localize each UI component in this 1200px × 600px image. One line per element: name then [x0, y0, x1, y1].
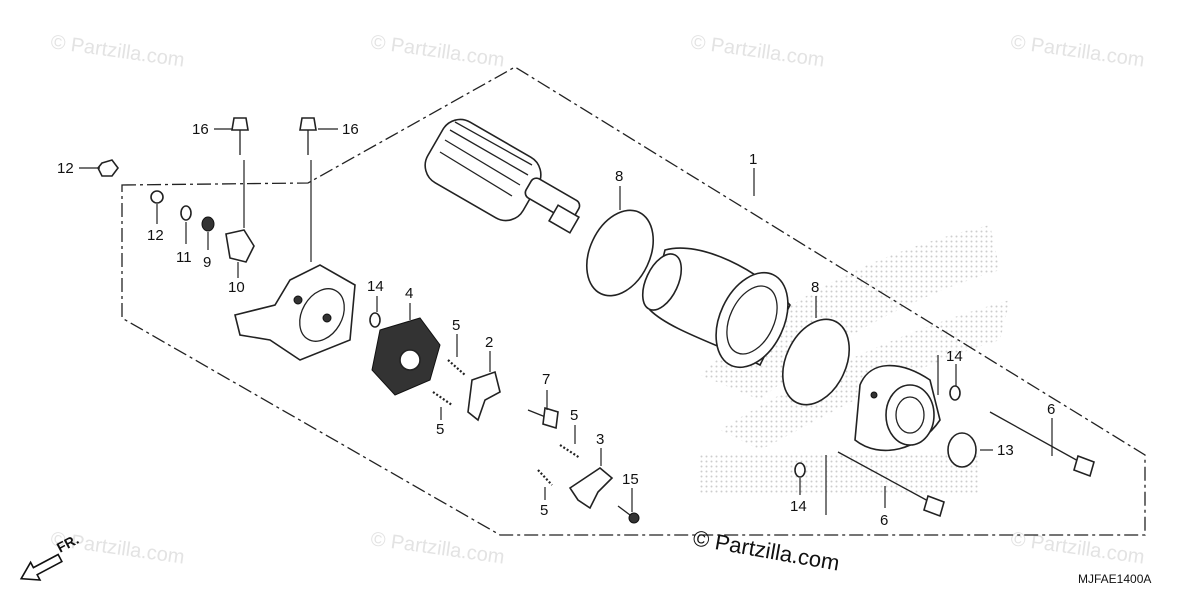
callout-1: 1: [749, 151, 757, 168]
callout-14: 14: [946, 348, 963, 365]
callout-11: 11: [176, 249, 192, 266]
callout-3: 3: [596, 431, 604, 448]
watermark: © Partzilla.com: [369, 31, 506, 72]
washer: [150, 190, 164, 204]
washer: [794, 462, 806, 478]
callout-16: 16: [342, 121, 359, 138]
armature: [424, 118, 581, 234]
callout-5: 5: [436, 421, 444, 438]
watermark: © Partzilla.com: [369, 528, 506, 569]
brush-spring: [447, 359, 466, 376]
through-bolt: [989, 411, 1095, 478]
callouts: 1 2 3 4 5 5 5 5 6 6 7 8 8 9 10 11 12 12 …: [57, 121, 1055, 529]
brush-spring: [537, 469, 553, 486]
callout-6: 6: [880, 512, 888, 529]
screw: [527, 406, 559, 430]
arrow-icon: [19, 553, 63, 581]
callout-14: 14: [367, 278, 384, 295]
callout-13: 13: [997, 442, 1014, 459]
brush-spring: [432, 391, 453, 406]
callout-5: 5: [452, 317, 460, 334]
assembly-boundary: [121, 66, 1146, 536]
flange-bolt: [299, 117, 317, 155]
callout-5: 5: [570, 407, 578, 424]
brush: [467, 370, 501, 422]
callout-2: 2: [485, 334, 493, 351]
front-cover: [854, 364, 941, 452]
through-bolt: [837, 451, 945, 518]
o-ring: [947, 432, 977, 468]
watermark: © Partzilla.com: [1009, 31, 1146, 72]
brush-holder: [371, 317, 441, 396]
callout-5: 5: [540, 502, 548, 519]
insulator: [201, 216, 215, 232]
callout-8: 8: [811, 279, 819, 296]
bolt: [617, 505, 640, 524]
motor-yoke: [641, 247, 791, 369]
watermark: © Partzilla.com: [49, 31, 186, 72]
callout-8: 8: [615, 168, 623, 185]
o-ring: [586, 209, 654, 297]
watermark: © Partzilla.com: [1009, 528, 1146, 569]
direction-indicator: FR.: [19, 531, 81, 581]
callout-15: 15: [622, 471, 639, 488]
rear-cover: [234, 264, 356, 361]
callout-6: 6: [1047, 401, 1055, 418]
terminal: [225, 229, 255, 263]
callout-16: 16: [192, 121, 209, 138]
o-ring: [782, 318, 850, 406]
washer: [949, 385, 961, 401]
callout-12: 12: [147, 227, 164, 244]
callout-14: 14: [790, 498, 807, 515]
washer: [369, 312, 381, 328]
flange-bolt: [231, 117, 249, 155]
brush: [568, 467, 614, 510]
callout-10: 10: [228, 279, 245, 296]
callout-9: 9: [203, 254, 211, 271]
callout-12: 12: [57, 160, 74, 177]
callout-7: 7: [542, 371, 550, 388]
brand-watermark: © Partzilla.com: [691, 525, 841, 575]
callout-4: 4: [405, 285, 413, 302]
diagram-code: MJFAE1400A: [1078, 572, 1151, 586]
watermark: © Partzilla.com: [689, 31, 826, 72]
brush-spring: [559, 444, 581, 459]
leader-lines: [79, 128, 1053, 515]
nut: [97, 159, 119, 177]
washer: [180, 205, 192, 221]
